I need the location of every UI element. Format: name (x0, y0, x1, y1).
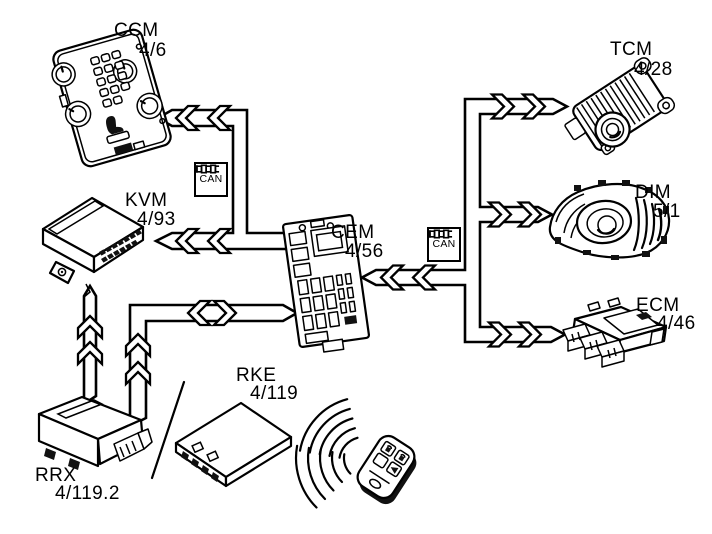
ccm-illustration (51, 28, 172, 168)
square-wave-icon (196, 164, 220, 173)
rrx-connector (113, 428, 153, 462)
ecm-ref: 4/46 (657, 313, 696, 334)
tcm-ref: 4/28 (634, 59, 673, 80)
cem-illustration (282, 214, 370, 353)
ecm-illustration (562, 297, 668, 368)
kvm-connector-pins (99, 229, 142, 263)
key-fob-illustration (356, 434, 417, 505)
rrx-illustration (37, 395, 153, 470)
rrx-ref: 4/119.2 (55, 483, 120, 504)
dim-right-ribs (632, 196, 663, 252)
tcm-label: TCM (610, 39, 653, 60)
slash-separator (150, 380, 186, 480)
pipe-ccm-kvm-cem (153, 108, 294, 251)
ccm-label: CCM (114, 20, 159, 41)
cem-ref: 4/56 (345, 241, 384, 262)
kvm-label: KVM (125, 190, 168, 211)
key-fob-buttons (372, 440, 410, 478)
ecm-connectors (562, 323, 625, 368)
can-tag-text: CAN (432, 238, 456, 251)
radio-waves-lower (294, 444, 352, 509)
ccm-ref: 4/6 (139, 40, 167, 61)
rke-ref: 4/119 (250, 383, 299, 404)
rke-connector-pins (181, 451, 219, 482)
dim-ref: 5/1 (653, 201, 681, 222)
square-wave-icon (429, 229, 453, 238)
dim-label: DIM (635, 182, 672, 203)
can-tag-text: CAN (199, 173, 223, 186)
tcm-illustration (564, 57, 676, 156)
can-tag-left: CAN (194, 162, 228, 197)
ecm-label: ECM (636, 295, 680, 316)
ccm-seat-icon (106, 116, 124, 135)
kvm-ref: 4/93 (137, 209, 176, 230)
rke-label: RKE (236, 365, 277, 386)
rrx-label: RRX (35, 465, 77, 486)
dim-illustration (548, 180, 671, 260)
ccm-button-grid (89, 49, 131, 108)
rke-illustration (174, 401, 293, 488)
kvm-illustration (41, 196, 145, 298)
can-tag-right: CAN (427, 227, 461, 262)
dim-mount-tabs (555, 180, 669, 260)
cem-label: CEM (331, 222, 375, 243)
cem-fuse-grid (296, 272, 358, 345)
